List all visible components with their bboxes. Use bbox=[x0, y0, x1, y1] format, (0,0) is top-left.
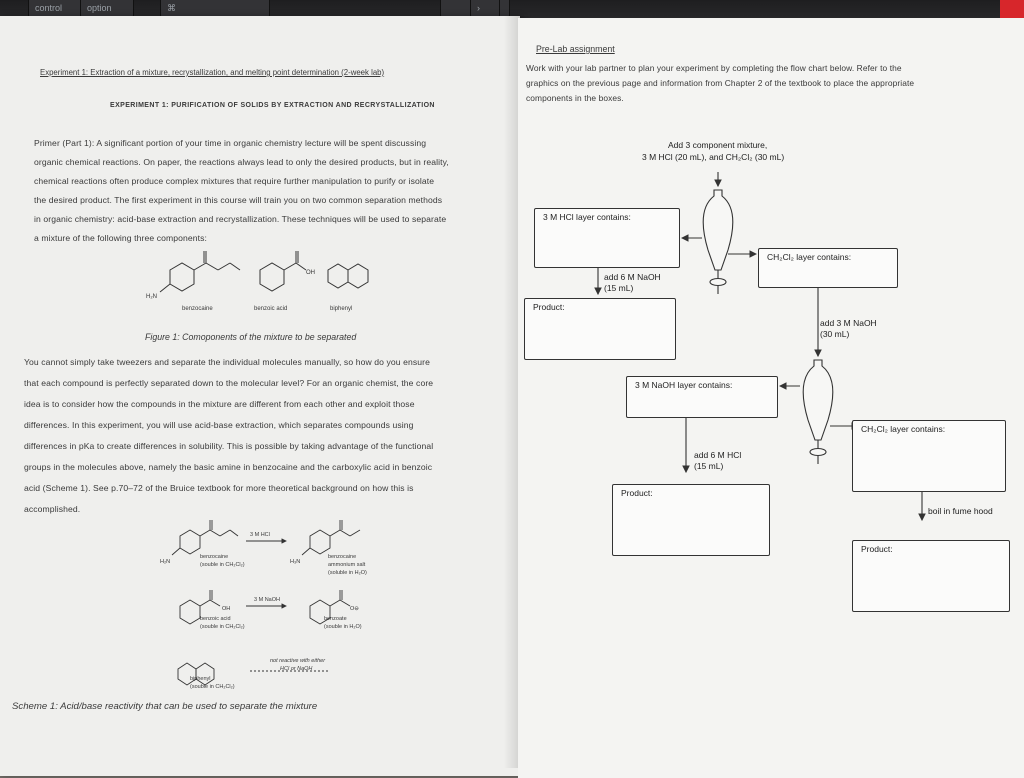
command-icon: ⌘ bbox=[167, 3, 176, 13]
scheme-not-reactive: not reactive with either bbox=[270, 658, 326, 664]
ch2cl2-layer-label-2: CH₂Cl₂ layer contains: bbox=[861, 424, 946, 434]
biphenyl-structure bbox=[327, 263, 369, 289]
product-box-2[interactable]: Product: bbox=[612, 484, 770, 556]
primer-line: the desired product. The first experimen… bbox=[34, 195, 443, 205]
ch2cl2-layer-label-1: CH₂Cl₂ layer contains: bbox=[767, 252, 852, 262]
svg-text:H₂N: H₂N bbox=[146, 294, 157, 300]
primer-line: chemical reactions often produce complex… bbox=[34, 176, 435, 186]
add-naoh-instruction-2: (15 mL) bbox=[604, 283, 634, 293]
primer-line: Primer (Part 1): A significant portion o… bbox=[34, 138, 427, 148]
scheme-reagent-hcl: 3 M HCl bbox=[250, 532, 270, 538]
scheme-reagent-naoh: 3 M NaOH bbox=[254, 597, 280, 603]
red-object bbox=[1000, 0, 1024, 22]
svg-text:OH: OH bbox=[306, 270, 315, 276]
section-title: EXPERIMENT 1: PURIFICATION OF SOLIDS BY … bbox=[110, 102, 435, 109]
scheme-biphenyl-label: biphenyl bbox=[190, 676, 211, 682]
scheme-1-structures: H₂N H₃N OH O⊖ bbox=[160, 520, 361, 686]
prelab-title: Pre-Lab assignment bbox=[536, 44, 615, 54]
add-hcl-instruction-2: (15 mL) bbox=[694, 461, 724, 471]
ch2cl2-layer-box-2[interactable]: CH₂Cl₂ layer contains: bbox=[852, 420, 1006, 492]
scheme-not-reactive-2: HCl or NaOH bbox=[280, 666, 313, 672]
scheme-benzocaine-solubility: (souble in CH₂Cl₂) bbox=[200, 562, 245, 568]
scheme-ammonium-label-2: ammonium salt bbox=[328, 562, 366, 568]
product-label-3: Product: bbox=[861, 544, 893, 554]
scheme-benzoate-label: benzoate bbox=[324, 616, 347, 622]
left-page: Experiment 1: Extraction of a mixture, r… bbox=[0, 16, 520, 776]
instructions-line: graphics on the previous page and inform… bbox=[526, 78, 915, 88]
benzocaine-label: benzocaine bbox=[182, 306, 213, 312]
body-line: idea is to consider how the compounds in… bbox=[24, 399, 415, 409]
primer-line: in organic chemistry: acid-base extracti… bbox=[34, 214, 447, 224]
benzoic-acid-label: benzoic acid bbox=[254, 306, 288, 312]
product-box-3[interactable]: Product: bbox=[852, 540, 1010, 612]
body-line: accomplished. bbox=[24, 504, 81, 514]
start-instruction-2: 3 M HCl (20 mL), and CH₂Cl₂ (30 mL) bbox=[642, 152, 785, 162]
benzocaine-structure bbox=[159, 251, 241, 293]
add-3m-naoh-instruction-1: add 3 M NaOH bbox=[820, 318, 877, 328]
body-line: acid (Scheme 1). See p.70–72 of the Brui… bbox=[24, 483, 414, 493]
scheme-ammonium-solubility: (soluble in H₂O) bbox=[328, 570, 367, 576]
scheme-biphenyl-solubility: (souble in CH₂Cl₂) bbox=[190, 684, 235, 690]
hcl-layer-box[interactable]: 3 M HCl layer contains: bbox=[534, 208, 680, 268]
benzoic-acid-structure bbox=[259, 251, 307, 292]
body-line: You cannot simply take tweezers and sepa… bbox=[24, 357, 431, 367]
flow-chart-graphics bbox=[594, 172, 926, 522]
start-instruction-1: Add 3 component mixture, bbox=[668, 140, 768, 150]
body-line: groups in the molecules above, namely th… bbox=[24, 462, 433, 472]
svg-text:OH: OH bbox=[222, 606, 230, 612]
chevron-right-icon: › bbox=[477, 3, 480, 13]
experiment-header: Experiment 1: Extraction of a mixture, r… bbox=[40, 68, 385, 77]
boil-instruction: boil in fume hood bbox=[928, 506, 993, 516]
scheme-benzoic-solubility: (souble in CH₂Cl₂) bbox=[200, 624, 245, 630]
svg-text:H₂N: H₂N bbox=[160, 559, 170, 565]
scheme-caption: Scheme 1: Acid/base reactivity that can … bbox=[12, 701, 318, 712]
add-hcl-instruction-1: add 6 M HCl bbox=[694, 450, 742, 460]
instructions-line: components in the boxes. bbox=[526, 93, 624, 103]
add-naoh-instruction-1: add 6 M NaOH bbox=[604, 272, 661, 282]
ch2cl2-layer-box-1[interactable]: CH₂Cl₂ layer contains: bbox=[758, 248, 898, 288]
figure-caption: Figure 1: Comoponents of the mixture to … bbox=[145, 332, 357, 342]
body-line: that each compound is perfectly separate… bbox=[24, 378, 434, 388]
scheme-benzoic-label: benzoic acid bbox=[200, 616, 231, 622]
product-label-2: Product: bbox=[621, 488, 653, 498]
biphenyl-label: biphenyl bbox=[330, 306, 353, 312]
product-label-1: Product: bbox=[533, 302, 565, 312]
scheme-benzocaine-label: benzocaine bbox=[200, 554, 229, 560]
scheme-ammonium-label: benzocaine bbox=[328, 554, 357, 560]
naoh-layer-label: 3 M NaOH layer contains: bbox=[635, 380, 733, 390]
svg-text:O⊖: O⊖ bbox=[350, 606, 359, 612]
body-line: differences. In this experiment, you wil… bbox=[24, 420, 414, 430]
body-line: differences in pKa to create differences… bbox=[24, 441, 434, 451]
instructions-line: Work with your lab partner to plan your … bbox=[526, 63, 902, 73]
primer-line: a mixture of the following three compone… bbox=[34, 233, 208, 243]
primer-line: organic chemical reactions. On paper, th… bbox=[34, 157, 449, 167]
scheme-benzoate-solubility: (souble in H₂O) bbox=[324, 624, 362, 630]
right-page: Pre-Lab assignment Work with your lab pa… bbox=[518, 18, 1024, 778]
hcl-layer-label: 3 M HCl layer contains: bbox=[543, 212, 631, 222]
product-box-1[interactable]: Product: bbox=[524, 298, 676, 360]
svg-text:H₃N: H₃N bbox=[290, 559, 300, 565]
figure-1-structures: H₂N OH bbox=[146, 251, 369, 300]
add-3m-naoh-instruction-2: (30 mL) bbox=[820, 329, 850, 339]
naoh-layer-box[interactable]: 3 M NaOH layer contains: bbox=[626, 376, 778, 418]
